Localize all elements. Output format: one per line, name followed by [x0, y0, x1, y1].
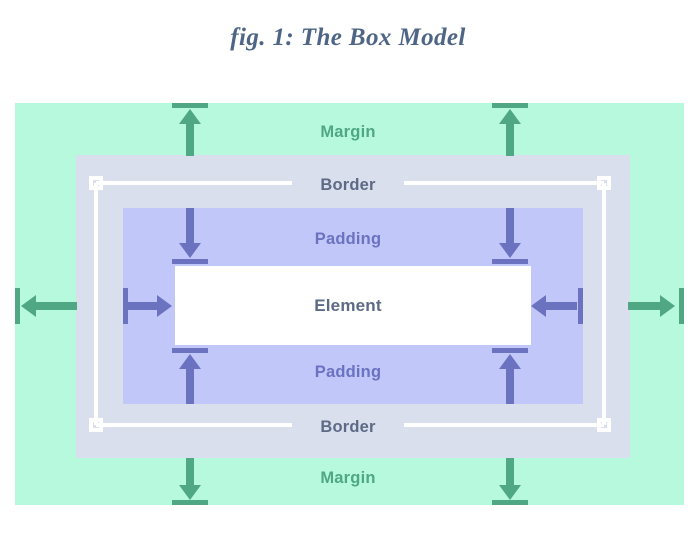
border-guide-line-top-left: [96, 181, 292, 185]
border-guide-line-right: [602, 183, 606, 425]
label-border-top: Border: [320, 176, 376, 194]
label-border-bottom: Border: [320, 418, 376, 436]
element-area: [175, 266, 531, 345]
figure-title: fig. 1: The Box Model: [230, 24, 466, 51]
border-guide-line-bottom-left: [96, 423, 292, 427]
label-margin-top: Margin: [320, 123, 376, 141]
resize-handle-bottom-left[interactable]: [89, 418, 103, 432]
resize-handle-top-left[interactable]: [89, 176, 103, 190]
label-padding-bottom: Padding: [314, 363, 382, 381]
label-padding-top: Padding: [314, 230, 382, 248]
label-margin-bottom: Margin: [320, 469, 376, 487]
border-guide-line-top-right: [404, 181, 604, 185]
resize-handle-bottom-right[interactable]: [597, 418, 611, 432]
border-guide-line-bottom-right: [404, 423, 604, 427]
resize-handle-top-right[interactable]: [597, 176, 611, 190]
border-guide-line-left: [94, 183, 98, 425]
label-element: Element: [314, 296, 382, 315]
